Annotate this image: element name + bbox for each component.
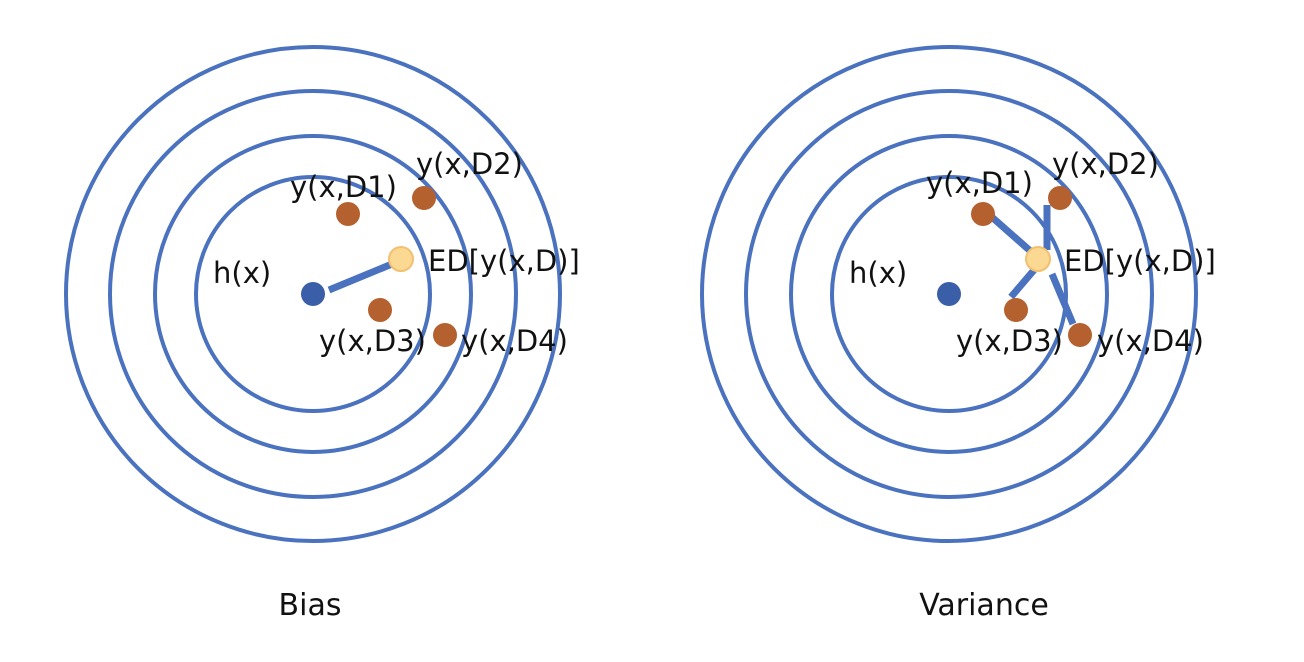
variance-ring-3 (744, 89, 1154, 499)
bias-prediction-label-d3: y(x,D3) (319, 324, 426, 358)
bias-ring-1 (194, 175, 432, 413)
bias-expected-point (388, 246, 414, 272)
bias-prediction-label-d4: y(x,D4) (461, 324, 568, 358)
variance-expected-label: ED[y(x,D)] (1064, 244, 1216, 278)
bias-expected-label: ED[y(x,D)] (428, 244, 580, 278)
variance-prediction-label-d1: y(x,D1) (926, 166, 1033, 200)
variance-prediction-point-d4 (1068, 323, 1092, 347)
bias-target-point (301, 282, 325, 306)
bias-prediction-label-d2: y(x,D2) (416, 147, 523, 181)
bias-target-label: h(x) (213, 256, 271, 290)
bias-prediction-point-d1 (336, 202, 360, 226)
variance-ring-2 (789, 134, 1109, 454)
variance-line-d3 (1008, 267, 1037, 300)
bias-prediction-point-d4 (433, 323, 457, 347)
variance-prediction-point-d2 (1048, 186, 1072, 210)
variance-panel: h(x) y(x,D1) y(x,D2) y(x,D3) y(x,D4) ED[… (700, 45, 1216, 623)
variance-expected-point (1025, 246, 1051, 272)
variance-ring-1 (830, 175, 1068, 413)
variance-target-rings (700, 45, 1198, 543)
bias-ring-2 (153, 134, 473, 454)
bias-ring-3 (108, 89, 518, 499)
variance-line-d4 (1048, 272, 1077, 326)
bias-caption: Bias (279, 588, 342, 623)
variance-prediction-label-d4: y(x,D4) (1097, 324, 1204, 358)
variance-prediction-label-d3: y(x,D3) (956, 324, 1063, 358)
variance-target-point (937, 282, 961, 306)
bias-prediction-label-d1: y(x,D1) (290, 170, 397, 204)
bias-target-rings (64, 45, 562, 543)
variance-target-label: h(x) (849, 256, 907, 290)
bias-ring-4 (64, 45, 562, 543)
bias-prediction-point-d3 (368, 298, 392, 322)
variance-ring-4 (700, 45, 1198, 543)
variance-caption: Variance (919, 588, 1049, 623)
bias-panel: h(x) y(x,D1) y(x,D2) y(x,D3) y(x,D4) ED[… (64, 45, 580, 623)
variance-prediction-label-d2: y(x,D2) (1052, 147, 1159, 181)
bias-distance-line (327, 260, 394, 294)
variance-prediction-point-d3 (1004, 298, 1028, 322)
bias-prediction-point-d2 (412, 186, 436, 210)
variance-prediction-point-d1 (971, 202, 995, 226)
